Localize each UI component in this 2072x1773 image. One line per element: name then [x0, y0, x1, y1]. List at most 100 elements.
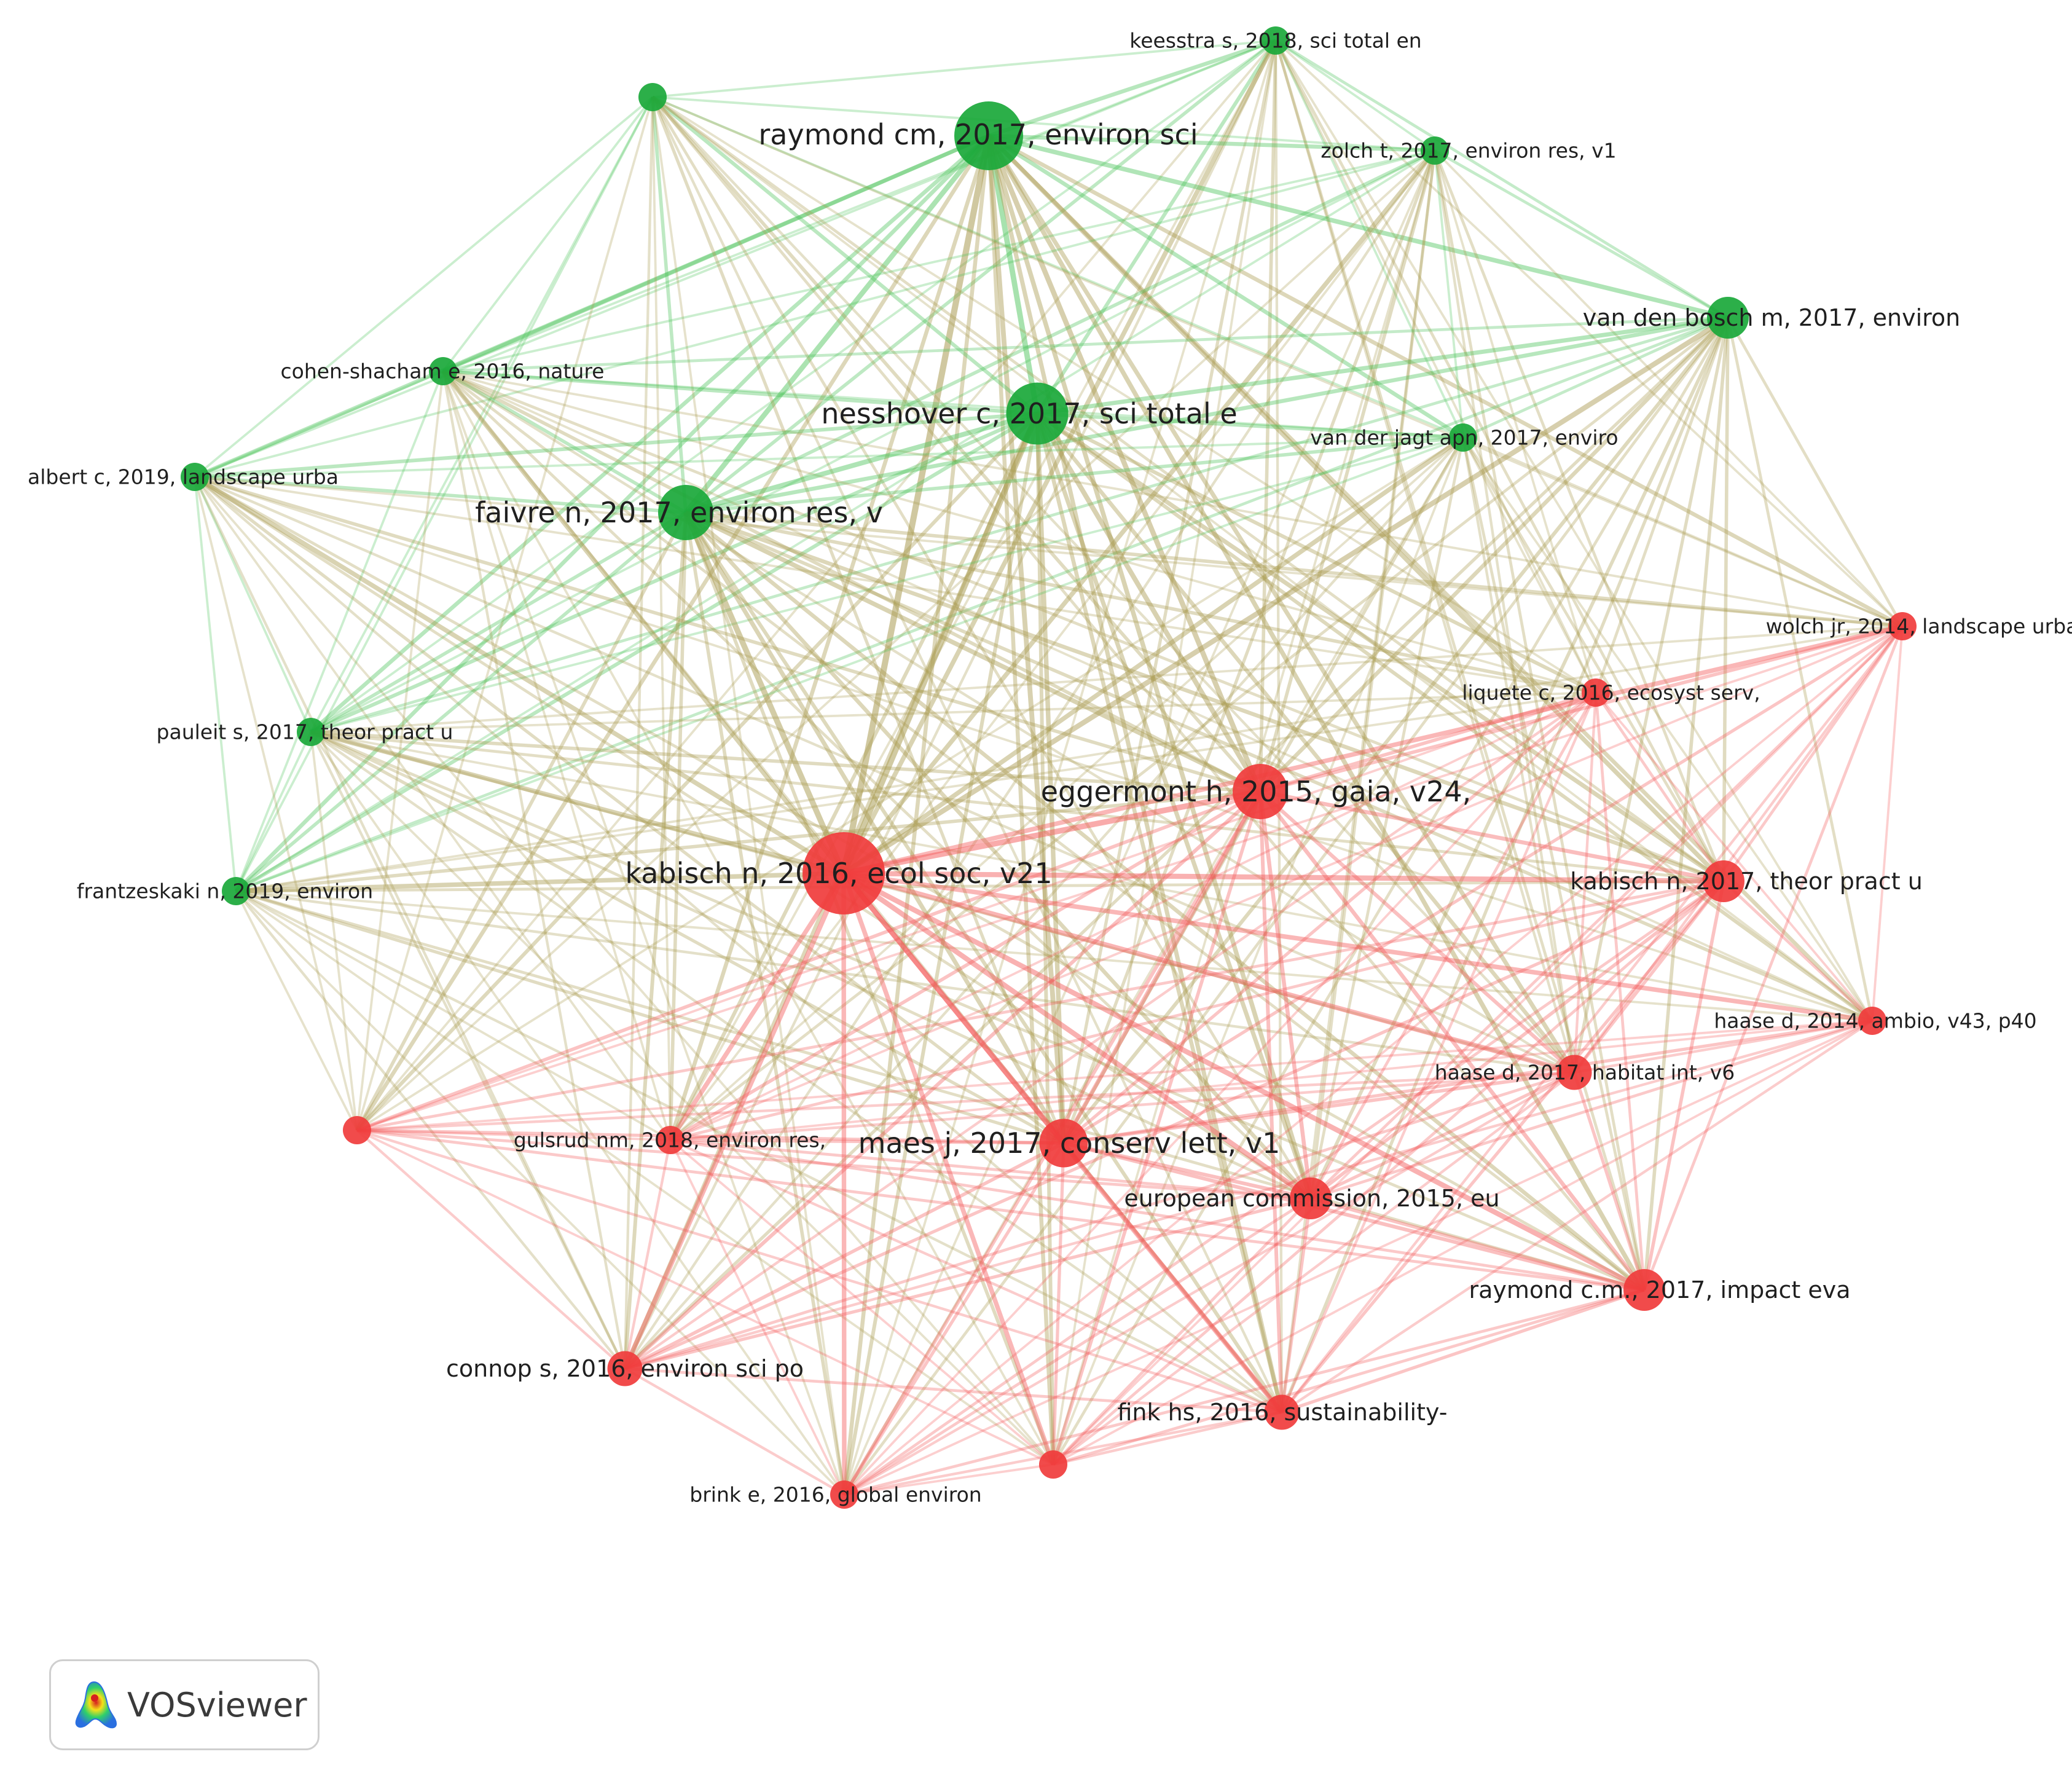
node-raymond_cmm[interactable]	[1623, 1269, 1665, 1311]
edge-albert-connop	[194, 476, 626, 1369]
edge-cohen-eggermont	[442, 369, 1262, 793]
edge-kabisch2016-gulsrud	[668, 871, 846, 1142]
edge-vanderjagt-pauleit	[310, 436, 1464, 733]
edge-cohen-albert	[194, 370, 444, 478]
edge-kabisch2016-kabisch2017	[843, 870, 1724, 884]
node-faivre[interactable]	[658, 485, 713, 540]
edge-wolch-kabisch2016	[843, 624, 1903, 876]
edge-kabisch2016-haase2014	[843, 871, 1873, 1023]
node-nesshover[interactable]	[1006, 382, 1069, 445]
node-brink[interactable]	[830, 1480, 858, 1509]
edge-kabisch2017-raymond_cmm	[1642, 881, 1725, 1291]
edge-keesstra-wolch	[1274, 39, 1904, 627]
node-r_unlabeled_left[interactable]	[343, 1116, 371, 1144]
node-kabisch2017[interactable]	[1703, 860, 1744, 902]
edge-albert-pauleit	[194, 476, 312, 733]
edge-kabisch2016-r_unlabeled_bottom	[841, 872, 1056, 1466]
edge-faivre-liquete	[685, 511, 1596, 694]
edge-zolch-r_unlabeled_left	[356, 149, 1436, 1131]
edge-faivre-connop	[623, 512, 688, 1369]
edge-cohen-brink	[442, 371, 846, 1495]
node-gulsrud[interactable]	[656, 1126, 685, 1154]
edge-maes-r_unlabeled_bottom	[1051, 1142, 1065, 1465]
node-maes[interactable]	[1039, 1118, 1088, 1168]
edge-cohen-r_unlabeled_left	[356, 371, 444, 1131]
node-pauleit[interactable]	[297, 718, 325, 746]
edge-pauleit-maes	[310, 730, 1065, 1145]
edge-liquete-haase2014	[1595, 691, 1874, 1022]
edge-wolch-haase2014	[1871, 626, 1904, 1021]
edge-kabisch2017-r_unlabeled_bottom	[1052, 880, 1725, 1466]
edge-keesstra-r_unlabeled_left	[356, 39, 1277, 1131]
edge-maes-raymond_cmm	[1063, 1141, 1645, 1292]
edge-eggermont-kabisch2017	[1260, 789, 1724, 884]
node-albert[interactable]	[181, 463, 209, 491]
edge-raymond_cmm-r_unlabeled_bottom	[1053, 1288, 1645, 1466]
node-raymond_cm[interactable]	[954, 101, 1023, 170]
edge-wolch-eggermont	[1260, 624, 1903, 793]
edge-kabisch2017-haase2014	[1722, 880, 1874, 1022]
edge-liquete-connop	[624, 691, 1597, 1370]
node-haase2014[interactable]	[1858, 1007, 1886, 1035]
edge-nesshover-vanderjagt	[1037, 412, 1464, 439]
node-keesstra[interactable]	[1262, 26, 1290, 55]
edge-albert-r_unlabeled_bottom	[194, 476, 1054, 1466]
node-liquete[interactable]	[1582, 678, 1610, 707]
node-kabisch2016[interactable]	[803, 832, 885, 914]
edge-vanderjagt-gulsrud	[669, 436, 1464, 1141]
node-eucommission[interactable]	[1290, 1177, 1332, 1219]
edge-nesshover-brink	[842, 413, 1039, 1495]
edge-zolch-eucommission	[1309, 150, 1437, 1199]
edge-r_unlabeled_left-eucommission	[356, 1128, 1311, 1200]
edge-zolch-brink	[843, 150, 1436, 1495]
edge-zolch-eggermont	[1258, 150, 1437, 792]
edge-g_unlabeled-cohen	[442, 96, 654, 372]
edge-eggermont-raymond_cmm	[1258, 790, 1646, 1291]
edge-cohen-liquete	[442, 370, 1596, 694]
node-haase2017[interactable]	[1556, 1055, 1592, 1090]
edge-frantzeskaki-haase2017	[235, 889, 1575, 1074]
node-vanderjagt[interactable]	[1449, 423, 1477, 452]
edge-haase2014-fink	[1281, 1020, 1874, 1413]
edge-pauleit-raymond_cmm	[310, 730, 1645, 1292]
edge-pauleit-brink	[310, 731, 846, 1496]
edge-cohen-haase2017	[442, 370, 1576, 1074]
node-fink[interactable]	[1264, 1394, 1300, 1430]
edge-zolch-pauleit	[310, 149, 1435, 733]
edge-albert-maes	[194, 475, 1065, 1145]
node-eggermont[interactable]	[1233, 764, 1288, 819]
node-connop[interactable]	[607, 1351, 643, 1386]
node-wolch[interactable]	[1888, 612, 1917, 640]
edge-cohen-wolch	[442, 370, 1903, 627]
edge-wolch-gulsrud	[670, 625, 1903, 1141]
node-frantzeskaki[interactable]	[222, 877, 250, 905]
edge-keesstra-liquete	[1274, 40, 1597, 693]
edge-vandenbosch-liquete	[1594, 317, 1730, 693]
node-label-frantzeskaki: frantzeskaki n, 2019, environ	[77, 879, 373, 903]
edge-g_unlabeled-kabisch2017	[651, 96, 1725, 883]
node-zolch[interactable]	[1421, 136, 1449, 165]
edge-g_unlabeled-vanderjagt	[652, 96, 1464, 439]
edge-zolch-connop	[624, 149, 1436, 1370]
edge-zolch-maes	[1062, 150, 1437, 1144]
edge-r_unlabeled_left-r_unlabeled_bottom	[356, 1129, 1054, 1466]
node-r_unlabeled_bottom[interactable]	[1039, 1450, 1067, 1479]
node-vandenbosch[interactable]	[1707, 297, 1749, 339]
edge-cohen-haase2014	[442, 370, 1873, 1022]
edge-cohen-faivre	[442, 369, 687, 514]
edge-keesstra-gulsrud	[669, 40, 1277, 1141]
node-g_unlabeled[interactable]	[638, 83, 667, 111]
edge-nesshover-kabisch2016	[841, 412, 1040, 875]
edge-eucommission-connop	[624, 1197, 1311, 1370]
edge-kabisch2017-r_unlabeled_left	[356, 879, 1724, 1132]
edge-raymond_cm-albert	[194, 134, 990, 479]
edge-kabisch2017-brink	[843, 880, 1725, 1496]
node-cohen[interactable]	[429, 357, 457, 385]
edge-keesstra-vanderjagt	[1274, 40, 1464, 438]
edge-raymond_cm-vandenbosch	[988, 133, 1729, 320]
edge-nesshover-pauleit	[310, 412, 1038, 734]
edge-faivre-kabisch2017	[685, 510, 1725, 884]
edge-zolch-wolch	[1434, 149, 1904, 627]
edge-vandenbosch-kabisch2016	[842, 315, 1730, 876]
edge-pauleit-r_unlabeled_bottom	[310, 731, 1054, 1466]
